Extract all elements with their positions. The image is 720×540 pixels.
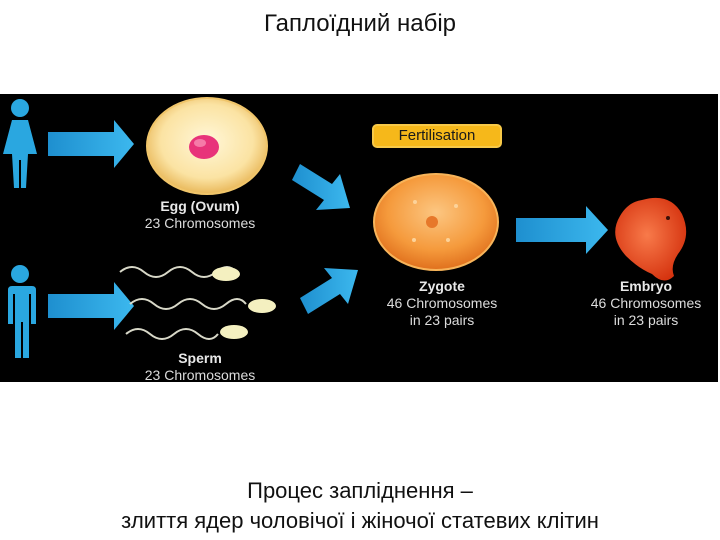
embryo-icon	[615, 197, 687, 281]
embryo-detail-1: 46 Chromosomes	[590, 295, 702, 311]
sperm-detail: 23 Chromosomes	[144, 367, 256, 383]
fertilisation-label: Fertilisation	[372, 124, 502, 148]
arrow-zygote-to-embryo-icon	[516, 206, 608, 254]
zygote-cell-icon	[373, 173, 499, 271]
diagram-graphics	[3, 97, 687, 358]
arrow-male-to-sperm-icon	[48, 282, 134, 330]
arrow-sperm-to-zygote-icon	[300, 268, 358, 314]
caption-line-1: Процес запліднення –	[247, 478, 473, 503]
sperm-label: Sperm 23 Chromosomes	[120, 350, 280, 384]
embryo-name: Embryo	[619, 278, 673, 294]
arrow-egg-to-zygote-icon	[292, 164, 350, 210]
sperm-name: Sperm	[178, 350, 222, 366]
slide-title: Гаплоїдний набір	[263, 10, 457, 37]
arrow-female-to-egg-icon	[48, 120, 134, 168]
embryo-label: Embryo 46 Chromosomes in 23 pairs	[574, 278, 718, 329]
fertilisation-diagram: Fertilisation Egg (Ovum) 23 Chromosomes …	[0, 94, 718, 384]
sperm-cells-icon	[119, 266, 276, 340]
slide-caption: Процес запліднення – злиття ядер чоловіч…	[0, 476, 720, 536]
zygote-detail-1: 46 Chromosomes	[386, 295, 498, 311]
zygote-label: Zygote 46 Chromosomes in 23 pairs	[362, 278, 522, 329]
egg-label: Egg (Ovum) 23 Chromosomes	[120, 198, 280, 232]
zygote-name: Zygote	[419, 278, 465, 294]
egg-cell-icon	[146, 97, 268, 195]
male-person-icon	[8, 265, 36, 358]
embryo-detail-2: in 23 pairs	[613, 312, 679, 328]
female-person-icon	[3, 99, 37, 188]
egg-name: Egg (Ovum)	[160, 198, 240, 214]
zygote-detail-2: in 23 pairs	[409, 312, 475, 328]
egg-detail: 23 Chromosomes	[144, 215, 256, 231]
caption-line-2: злиття ядер чоловічої і жіночої статевих…	[121, 508, 599, 533]
